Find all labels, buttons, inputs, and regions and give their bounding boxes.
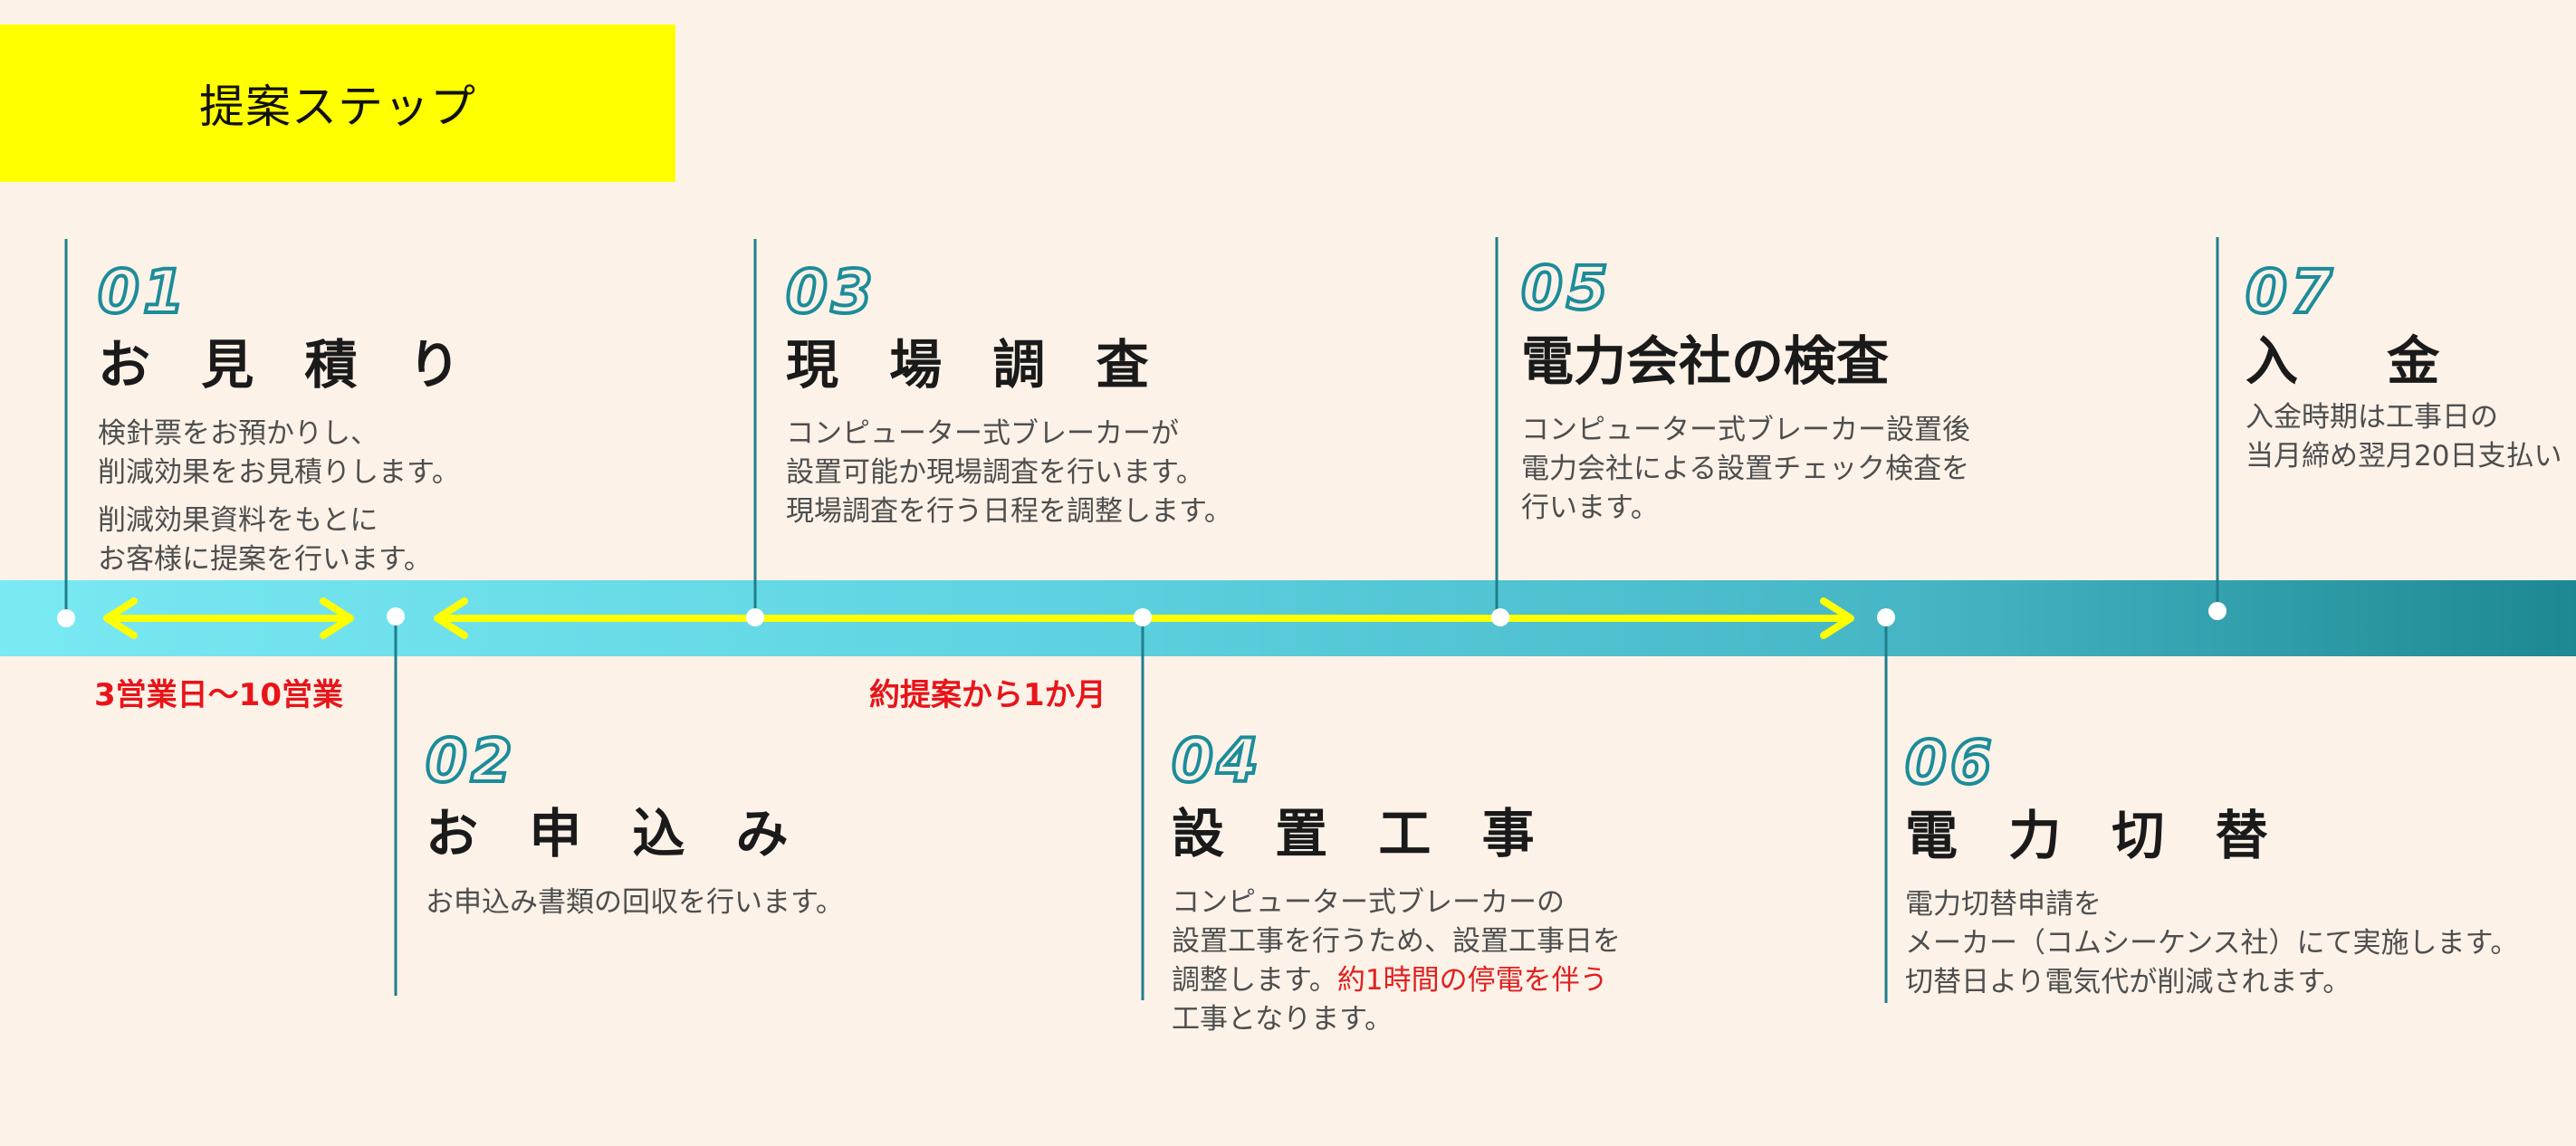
step-03: 03 現 場 調 査 コンピューター式ブレーカーが 設置可能か現場調査を行います… xyxy=(784,257,1232,531)
desc-line: 検針票をお預かりし、 xyxy=(98,417,378,450)
step-number: 06 xyxy=(1903,728,1996,797)
desc-line: 設置可能か現場調査を行います。 xyxy=(786,456,1204,489)
step-heading: 電 力 切 替 xyxy=(1905,805,2284,866)
timeline-dot-03 xyxy=(746,608,764,626)
desc-line: 入金時期は工事日の xyxy=(2246,401,2498,434)
step-heading: 現 場 調 査 xyxy=(786,334,1165,396)
desc-line: 設置工事を行うため、設置工事日を xyxy=(1172,925,1621,958)
desc-line: コンピューター式ブレーカー設置後 xyxy=(1521,414,1970,446)
step-heading: お 見 積 り xyxy=(98,334,477,396)
step-06: 06 電 力 切 替 電力切替申請を メーカー（コムシーケンス社）にて実施します… xyxy=(1903,728,2518,1002)
desc-line: コンピューター式ブレーカーの xyxy=(1172,886,1565,919)
step-description: 入金時期は工事日の 当月締め翌月20日支払い xyxy=(2246,398,2562,476)
step-01: 01 お 見 積 り 検針票をお預かりし、 削減効果をお見積りします。 削減効果… xyxy=(96,257,477,579)
step-description: お申込み書類の回収を行います。 xyxy=(426,883,844,922)
desc-line: 現場調査を行う日程を調整します。 xyxy=(786,495,1232,528)
step-description: コンピューター式ブレーカーの 設置工事を行うため、設置工事日を 調整します。約1… xyxy=(1172,883,1621,1039)
step-04: 04 設 置 工 事 コンピューター式ブレーカーの 設置工事を行うため、設置工事… xyxy=(1170,726,1621,1039)
step-description: コンピューター式ブレーカー設置後 電力会社による設置チェック検査を 行います。 xyxy=(1521,411,1970,528)
desc-line: コンピューター式ブレーカーが xyxy=(786,417,1179,450)
step-heading: 入 金 xyxy=(2246,330,2440,392)
step-heading: お 申 込 み xyxy=(426,803,805,864)
step-number: 05 xyxy=(1519,253,1612,323)
desc-line: 切替日より電気代が削減されます。 xyxy=(1905,966,2351,998)
desc-line: お客様に提案を行います。 xyxy=(98,543,432,576)
step-number: 03 xyxy=(784,257,876,327)
step-number: 02 xyxy=(424,726,516,796)
timeline-dot-01 xyxy=(57,609,75,627)
desc-line: 工事となります。 xyxy=(1172,1003,1393,1036)
outage-highlight: 約1時間の停電を伴う xyxy=(1336,964,1608,997)
page-title: 提案ステップ xyxy=(0,24,675,182)
step-heading: 電力会社の検査 xyxy=(1521,330,1890,392)
step-number: 07 xyxy=(2244,257,2336,327)
step-05: 05 電力会社の検査 コンピューター式ブレーカー設置後 電力会社による設置チェッ… xyxy=(1519,253,1970,528)
duration-label-1: 3営業日～10営業 xyxy=(94,677,343,713)
step-07: 07 入 金 入金時期は工事日の 当月締め翌月20日支払い xyxy=(2244,257,2562,476)
desc-line: 調整します。約1時間の停電を伴う xyxy=(1172,961,1621,1000)
desc-line: お申込み書類の回収を行います。 xyxy=(426,886,844,919)
step-heading: 設 置 工 事 xyxy=(1172,803,1551,864)
timeline-dot-04 xyxy=(1134,608,1152,626)
step-number: 04 xyxy=(1170,726,1262,796)
desc-line: 電力会社による設置チェック検査を xyxy=(1521,453,1970,485)
step-number: 01 xyxy=(96,257,188,327)
desc-line: メーカー（コムシーケンス社）にて実施します。 xyxy=(1905,927,2519,960)
timeline-dot-07 xyxy=(2208,602,2226,620)
desc-line: 当月締め翌月20日支払い xyxy=(2246,440,2562,473)
desc-line: 削減効果資料をもとに xyxy=(98,504,378,537)
duration-arrow-1 xyxy=(103,597,354,639)
step-description: 検針票をお預かりし、 削減効果をお見積りします。 削減効果資料をもとに お客様に… xyxy=(98,415,477,579)
duration-label-2: 約提案から1か月 xyxy=(869,677,1106,713)
timeline-dot-06 xyxy=(1877,608,1895,626)
step-description: 電力切替申請を メーカー（コムシーケンス社）にて実施します。 切替日より電気代が… xyxy=(1905,885,2518,1002)
timeline-dot-02 xyxy=(387,607,405,626)
desc-line: 削減効果をお見積りします。 xyxy=(98,456,460,489)
desc-line: 行います。 xyxy=(1521,492,1659,524)
desc-line: 電力切替申請を xyxy=(1905,888,2102,921)
desc-text: 調整します。 xyxy=(1172,964,1337,997)
step-02: 02 お 申 込 み お申込み書類の回収を行います。 xyxy=(424,726,844,922)
step-description: コンピューター式ブレーカーが 設置可能か現場調査を行います。 現場調査を行う日程… xyxy=(786,415,1232,531)
timeline-dot-05 xyxy=(1491,608,1509,626)
